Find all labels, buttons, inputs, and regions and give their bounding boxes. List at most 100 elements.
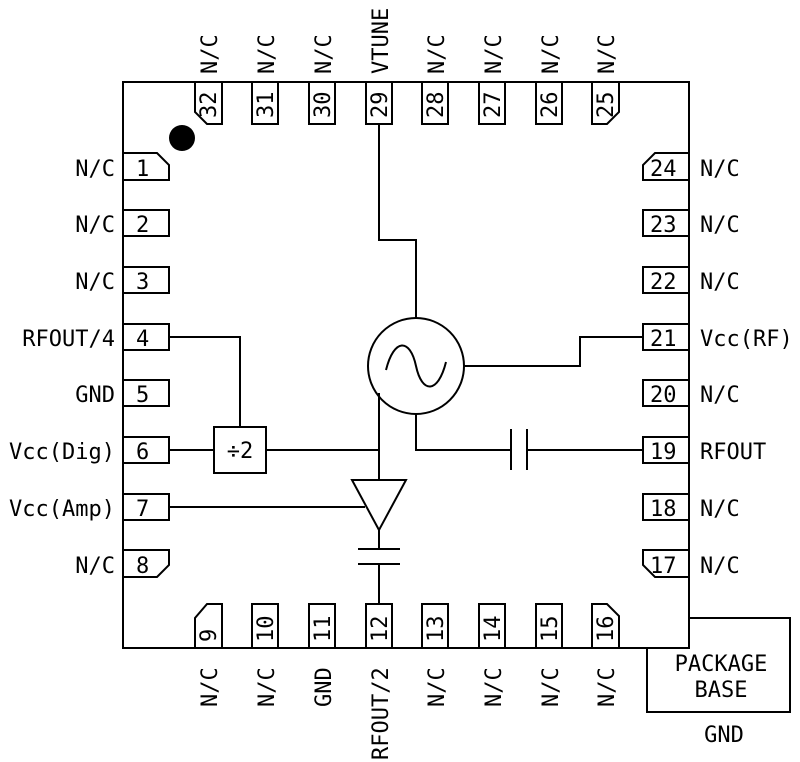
pin-number: 27 (481, 92, 506, 119)
pin-number: 7 (136, 497, 149, 522)
pin-9: 9 N/C (194, 603, 223, 707)
pin-number: 4 (136, 327, 149, 352)
sine-wave-icon (385, 344, 447, 388)
pin-30: 30 N/C (308, 34, 337, 125)
pin-15-name: N/C (539, 667, 564, 707)
pin-31-name: N/C (255, 34, 280, 74)
pin-number: 26 (538, 92, 563, 119)
pin-4-name: RFOUT/4 (22, 327, 115, 352)
pin-12-name: RFOUT/2 (369, 667, 394, 760)
pin-number: 28 (424, 92, 449, 119)
pin-17-name: N/C (700, 554, 740, 579)
pin-9-name: N/C (198, 667, 223, 707)
pin-number: 5 (136, 383, 149, 408)
pin-4: 4 RFOUT/4 (22, 323, 170, 352)
pin-number: 21 (650, 327, 677, 352)
pin-number: 32 (197, 92, 222, 119)
pin-3: 3 N/C (75, 266, 170, 295)
pin-19-name: RFOUT (700, 440, 766, 465)
pin-6-name: Vcc(Dig) (9, 440, 115, 465)
pin-7-name: Vcc(Amp) (9, 497, 115, 522)
pin-17: 17 N/C (642, 549, 740, 579)
wire-rfout (415, 414, 643, 451)
pin-2-name: N/C (75, 213, 115, 238)
pin-32: 32 N/C (194, 34, 223, 125)
pin-22: 22 N/C (642, 266, 740, 295)
package-base-pin-name: GND (704, 723, 744, 748)
pin-number: 29 (368, 92, 393, 119)
pin-number: 18 (650, 497, 677, 522)
pin-24: 24 N/C (642, 152, 740, 182)
pin-23: 23 N/C (642, 209, 740, 238)
pin-14: 14 N/C (478, 603, 507, 707)
package-base-line1: PACKAGE (675, 652, 768, 677)
pin-28-name: N/C (425, 34, 450, 74)
pin-29: 29 VTUNE (365, 8, 394, 125)
pin-number: 31 (254, 92, 279, 119)
pin-18-name: N/C (700, 497, 740, 522)
pin-25: 25 N/C (591, 34, 620, 125)
pin-27-name: N/C (482, 34, 507, 74)
pin-29-name: VTUNE (369, 8, 394, 74)
wire-rfout4 (169, 336, 241, 427)
pin-23-name: N/C (700, 213, 740, 238)
wire-vcc-rf (464, 336, 643, 367)
pin-5: 5 GND (75, 379, 170, 408)
pin-13: 13 N/C (421, 603, 450, 707)
pin-number: 23 (650, 213, 677, 238)
amplifier-triangle (350, 479, 408, 533)
pin-5-name: GND (75, 383, 115, 408)
pin-26: 26 N/C (535, 34, 564, 125)
pin-number: 16 (594, 616, 619, 643)
pin-number: 12 (368, 616, 393, 643)
pin-8-name: N/C (75, 554, 115, 579)
pin-1: 1 N/C (75, 152, 170, 182)
pin-14-name: N/C (482, 667, 507, 707)
pin-number: 1 (136, 157, 149, 182)
pin-26-name: N/C (539, 34, 564, 74)
pin-number: 11 (311, 616, 336, 643)
pin-32-name: N/C (198, 34, 223, 74)
pin-number: 8 (136, 554, 149, 579)
pin-10-name: N/C (255, 667, 280, 707)
package-base-line2: BASE (695, 678, 748, 703)
pin-8: 8 N/C (75, 549, 170, 579)
pin-27: 27 N/C (478, 34, 507, 125)
pin-16: 16 N/C (591, 603, 620, 707)
pin-2: 2 N/C (75, 209, 170, 238)
pin-11-name: GND (312, 667, 337, 707)
pin-10: 10 N/C (251, 603, 280, 707)
pin-16-name: N/C (595, 667, 620, 707)
pin-25-name: N/C (595, 34, 620, 74)
pin-13-name: N/C (425, 667, 450, 707)
pin-number: 25 (594, 92, 619, 119)
pin-number: 15 (538, 616, 563, 643)
pin-number: 17 (650, 554, 677, 579)
pin-number: 9 (197, 629, 222, 642)
pin-number: 20 (650, 383, 677, 408)
pin-11: 11 GND (308, 603, 337, 707)
pin1-marker-dot (169, 125, 195, 151)
wire-vtune (378, 124, 417, 319)
pin-number: 19 (650, 440, 677, 465)
pin-number: 14 (481, 616, 506, 643)
divider-label: ÷2 (227, 439, 254, 464)
pin-number: 10 (254, 616, 279, 643)
pin-19: 19 RFOUT (642, 436, 766, 465)
pin-6: 6 Vcc(Dig) (9, 436, 170, 465)
pin-1-name: N/C (75, 157, 115, 182)
pin-number: 13 (424, 616, 449, 643)
pin-3-name: N/C (75, 270, 115, 295)
pin-21: 21 Vcc(RF) (642, 323, 793, 352)
pin-number: 30 (311, 92, 336, 119)
pin-22-name: N/C (700, 270, 740, 295)
pin-18: 18 N/C (642, 493, 740, 522)
pin-number: 6 (136, 440, 149, 465)
package-body (122, 81, 690, 649)
pin-15: 15 N/C (535, 603, 564, 707)
pin-30-name: N/C (312, 34, 337, 74)
pin-20: 20 N/C (642, 379, 740, 408)
pin-7: 7 Vcc(Amp) (9, 493, 170, 522)
pin-number: 24 (650, 157, 677, 182)
pin-number: 2 (136, 213, 149, 238)
